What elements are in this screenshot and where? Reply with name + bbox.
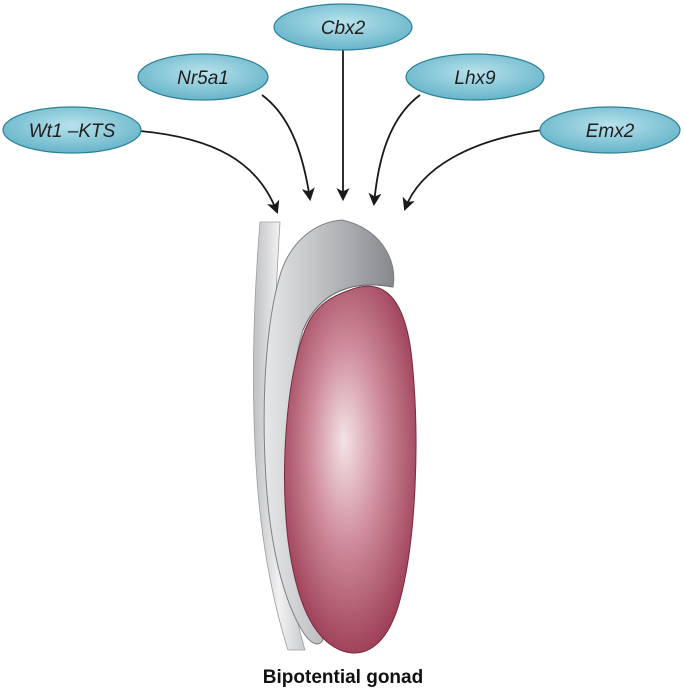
gene-node-cbx2: Cbx2 [273, 3, 413, 51]
gene-node-emx2: Emx2 [539, 106, 681, 154]
arrow-wt1 [139, 130, 280, 215]
gene-label-nr5a1: Nr5a1 [177, 68, 229, 89]
ellipse-node-icon [273, 3, 413, 51]
ellipse-node-icon [2, 106, 142, 154]
regulatory-arrows [139, 47, 543, 215]
gonad [284, 285, 417, 654]
gonad-illustration [253, 219, 417, 654]
diagram-caption: Bipotential gonad [263, 667, 423, 688]
gene-node-nr5a1: Nr5a1 [137, 53, 269, 101]
ellipse-node-icon [137, 53, 269, 101]
arrow-lhx9 [368, 94, 421, 207]
gene-label-cbx2: Cbx2 [321, 18, 366, 39]
gene-label-lhx9: Lhx9 [454, 68, 496, 89]
arrow-emx2 [402, 129, 543, 212]
gene-nodes: Wt1 –KTS Nr5a1 Cbx2 Lhx9 Emx2 [2, 3, 681, 154]
gene-node-wt1: Wt1 –KTS [2, 106, 142, 154]
gene-label-emx2: Emx2 [586, 121, 635, 142]
gene-label-wt1: Wt1 –KTS [29, 121, 116, 142]
ellipse-node-icon [539, 106, 681, 154]
gene-node-lhx9: Lhx9 [405, 53, 545, 101]
ellipse-node-icon [405, 53, 545, 101]
mesonephros-fold [302, 284, 394, 331]
arrow-nr5a1 [261, 94, 315, 202]
